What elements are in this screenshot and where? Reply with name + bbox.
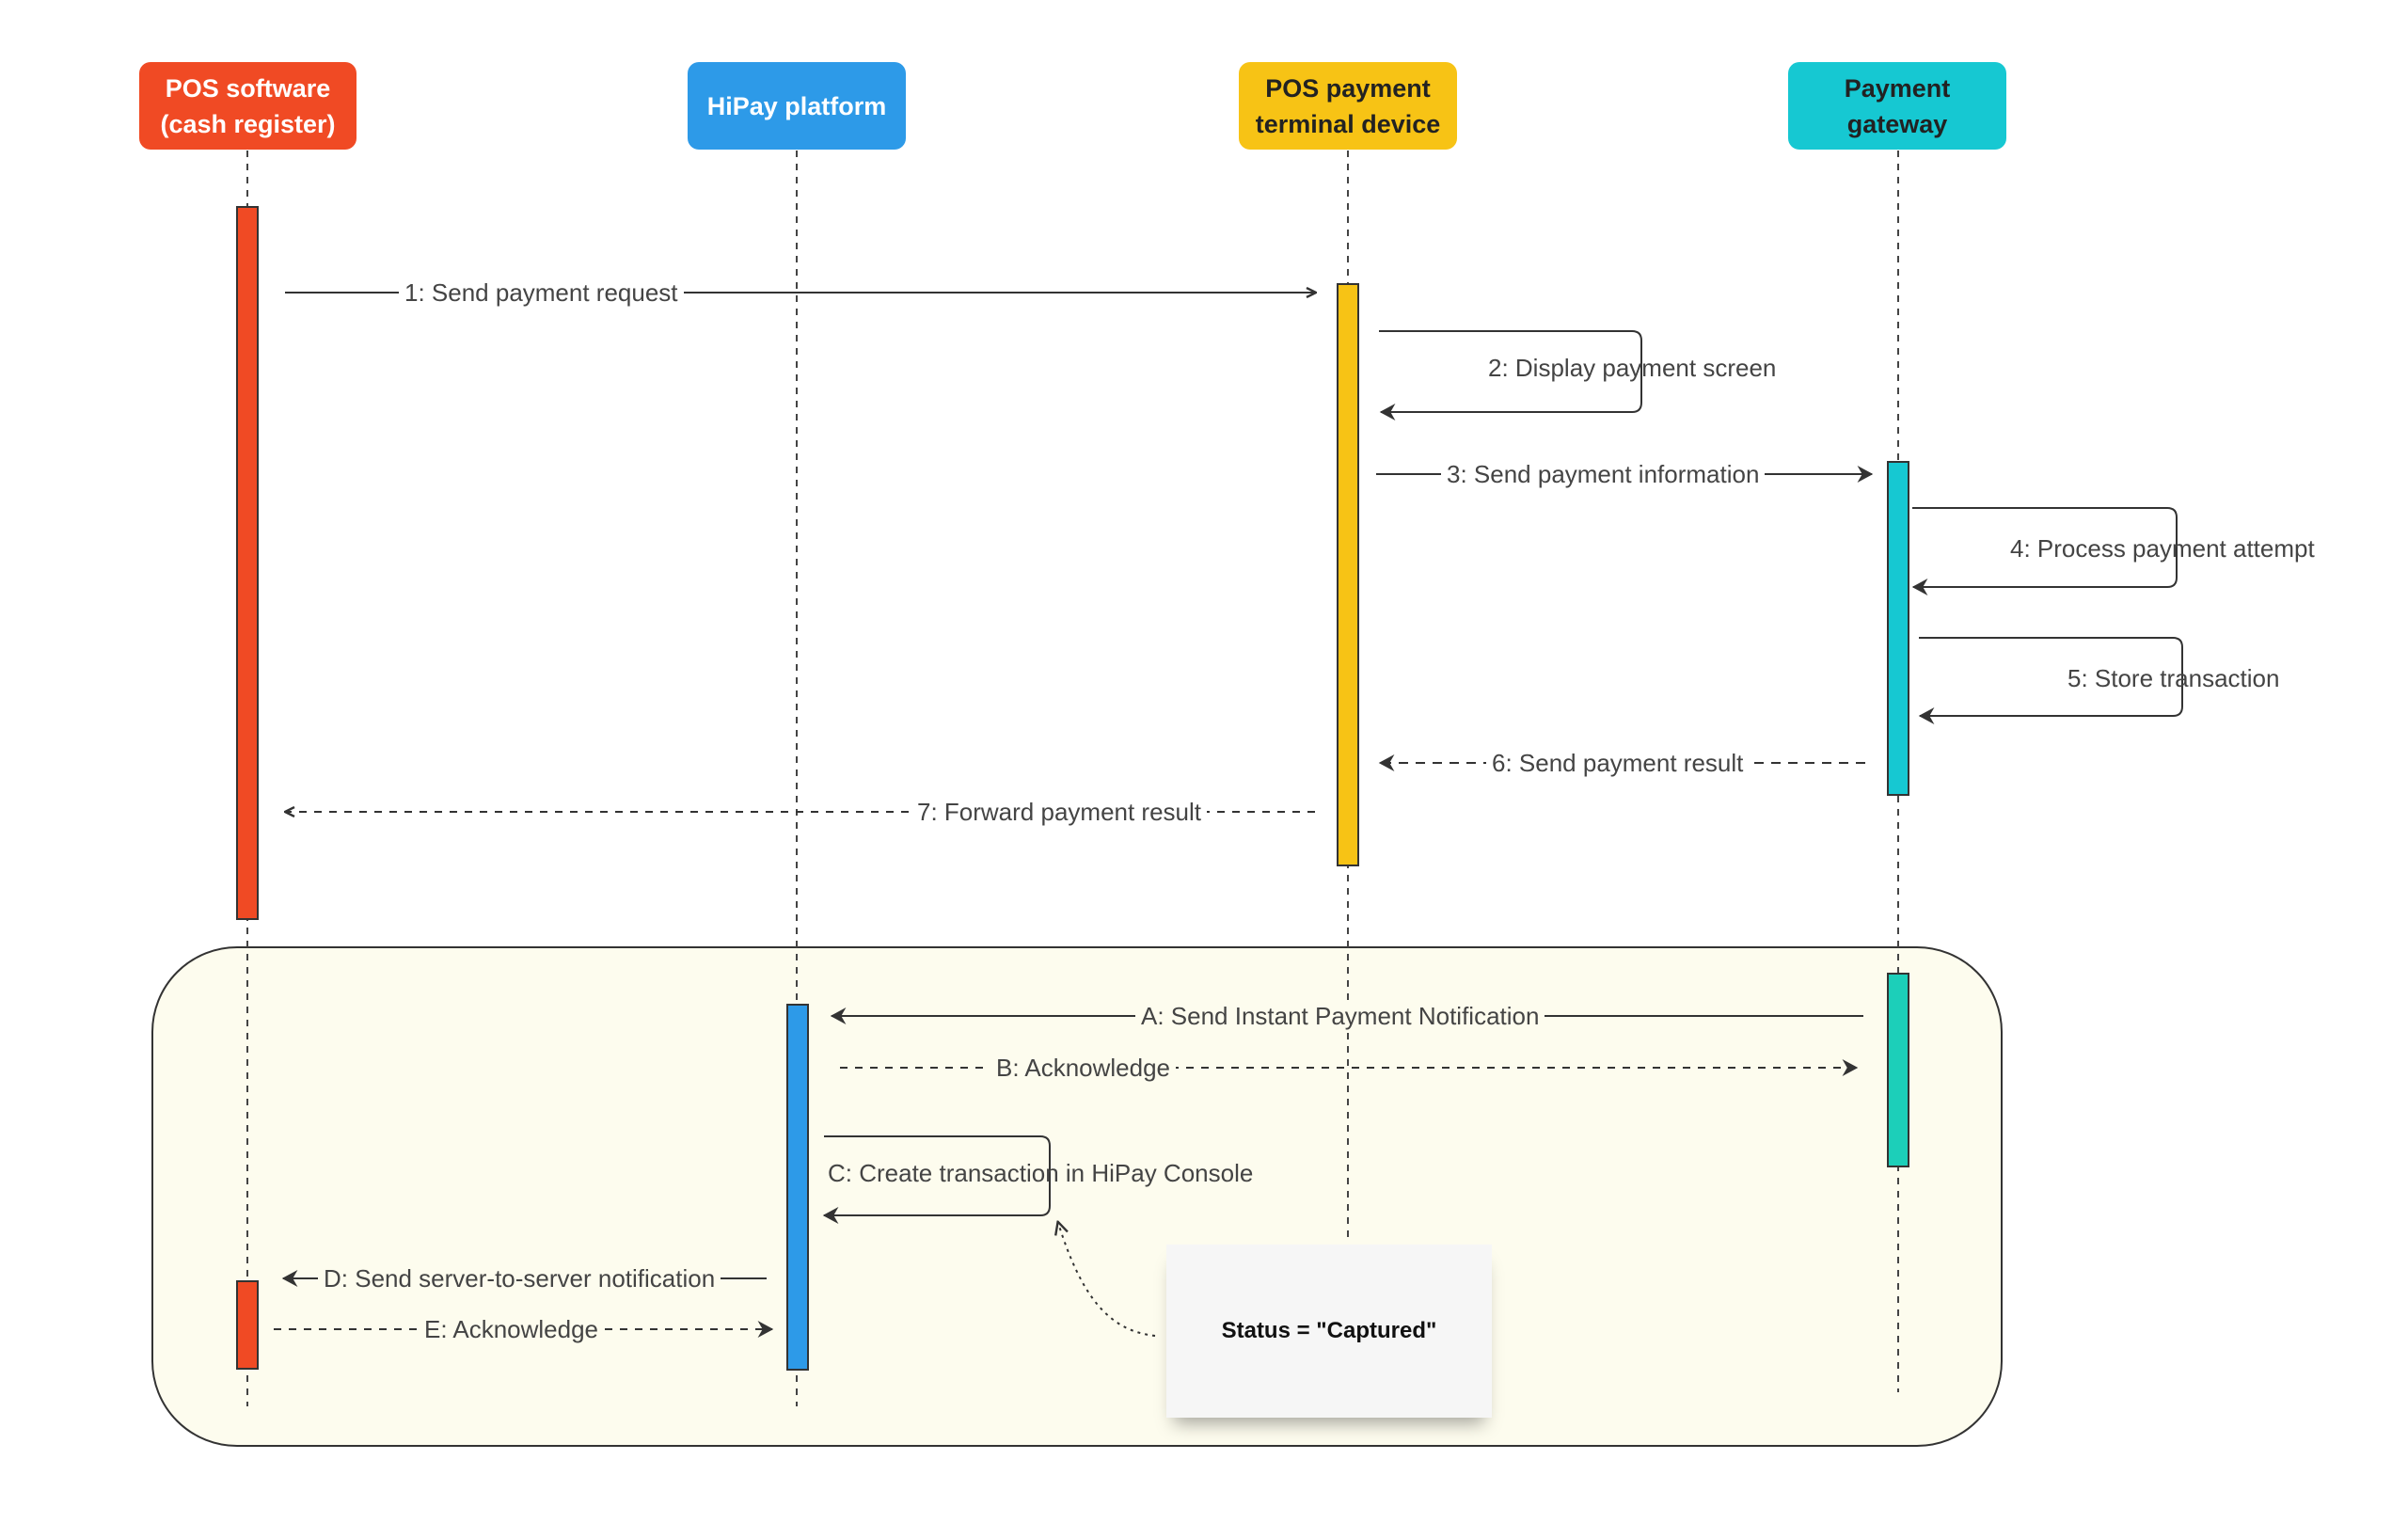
message-1-label: 1: Send payment request bbox=[399, 278, 684, 307]
message-2-label: 2: Display payment screen bbox=[1488, 354, 1777, 382]
participant-hipay-platform: HiPay platform bbox=[688, 62, 906, 150]
participant-payment-gateway: Payment gateway bbox=[1788, 62, 2006, 150]
message-4-arrow bbox=[1911, 507, 2178, 595]
activation-hipay bbox=[786, 1004, 809, 1371]
activation-pos-async bbox=[236, 1280, 259, 1370]
message-d-label: D: Send server-to-server notification bbox=[318, 1264, 721, 1293]
activation-terminal bbox=[1337, 283, 1359, 866]
message-3-label: 3: Send payment information bbox=[1441, 460, 1766, 488]
message-5-arrow bbox=[1918, 637, 2183, 724]
message-2-arrow bbox=[1379, 330, 1642, 420]
message-b-label: B: Acknowledge bbox=[990, 1054, 1177, 1082]
note-connector bbox=[1058, 1223, 1156, 1337]
async-notification-group bbox=[151, 946, 2003, 1447]
participant-pos-software: POS software (cash register) bbox=[139, 62, 356, 150]
status-sticky-note: Status = "Captured" bbox=[1166, 1245, 1492, 1418]
activation-gateway-main bbox=[1887, 461, 1909, 796]
activation-gateway-async bbox=[1887, 973, 1909, 1167]
message-6-label: 6: Send payment result bbox=[1486, 749, 1750, 777]
participant-pos-terminal: POS payment terminal device bbox=[1239, 62, 1457, 150]
message-a-label: A: Send Instant Payment Notification bbox=[1135, 1002, 1545, 1030]
message-c-label: C: Create transaction in HiPay Console bbox=[828, 1159, 1254, 1187]
message-c-arrow bbox=[822, 1135, 1051, 1224]
status-note-text: Status = "Captured" bbox=[1221, 1318, 1437, 1343]
activation-pos-main bbox=[236, 206, 259, 920]
message-5-label: 5: Store transaction bbox=[2067, 664, 2280, 692]
message-e-label: E: Acknowledge bbox=[419, 1315, 605, 1343]
message-7-label: 7: Forward payment result bbox=[911, 798, 1208, 826]
message-4-label: 4: Process payment attempt bbox=[2010, 534, 2315, 563]
